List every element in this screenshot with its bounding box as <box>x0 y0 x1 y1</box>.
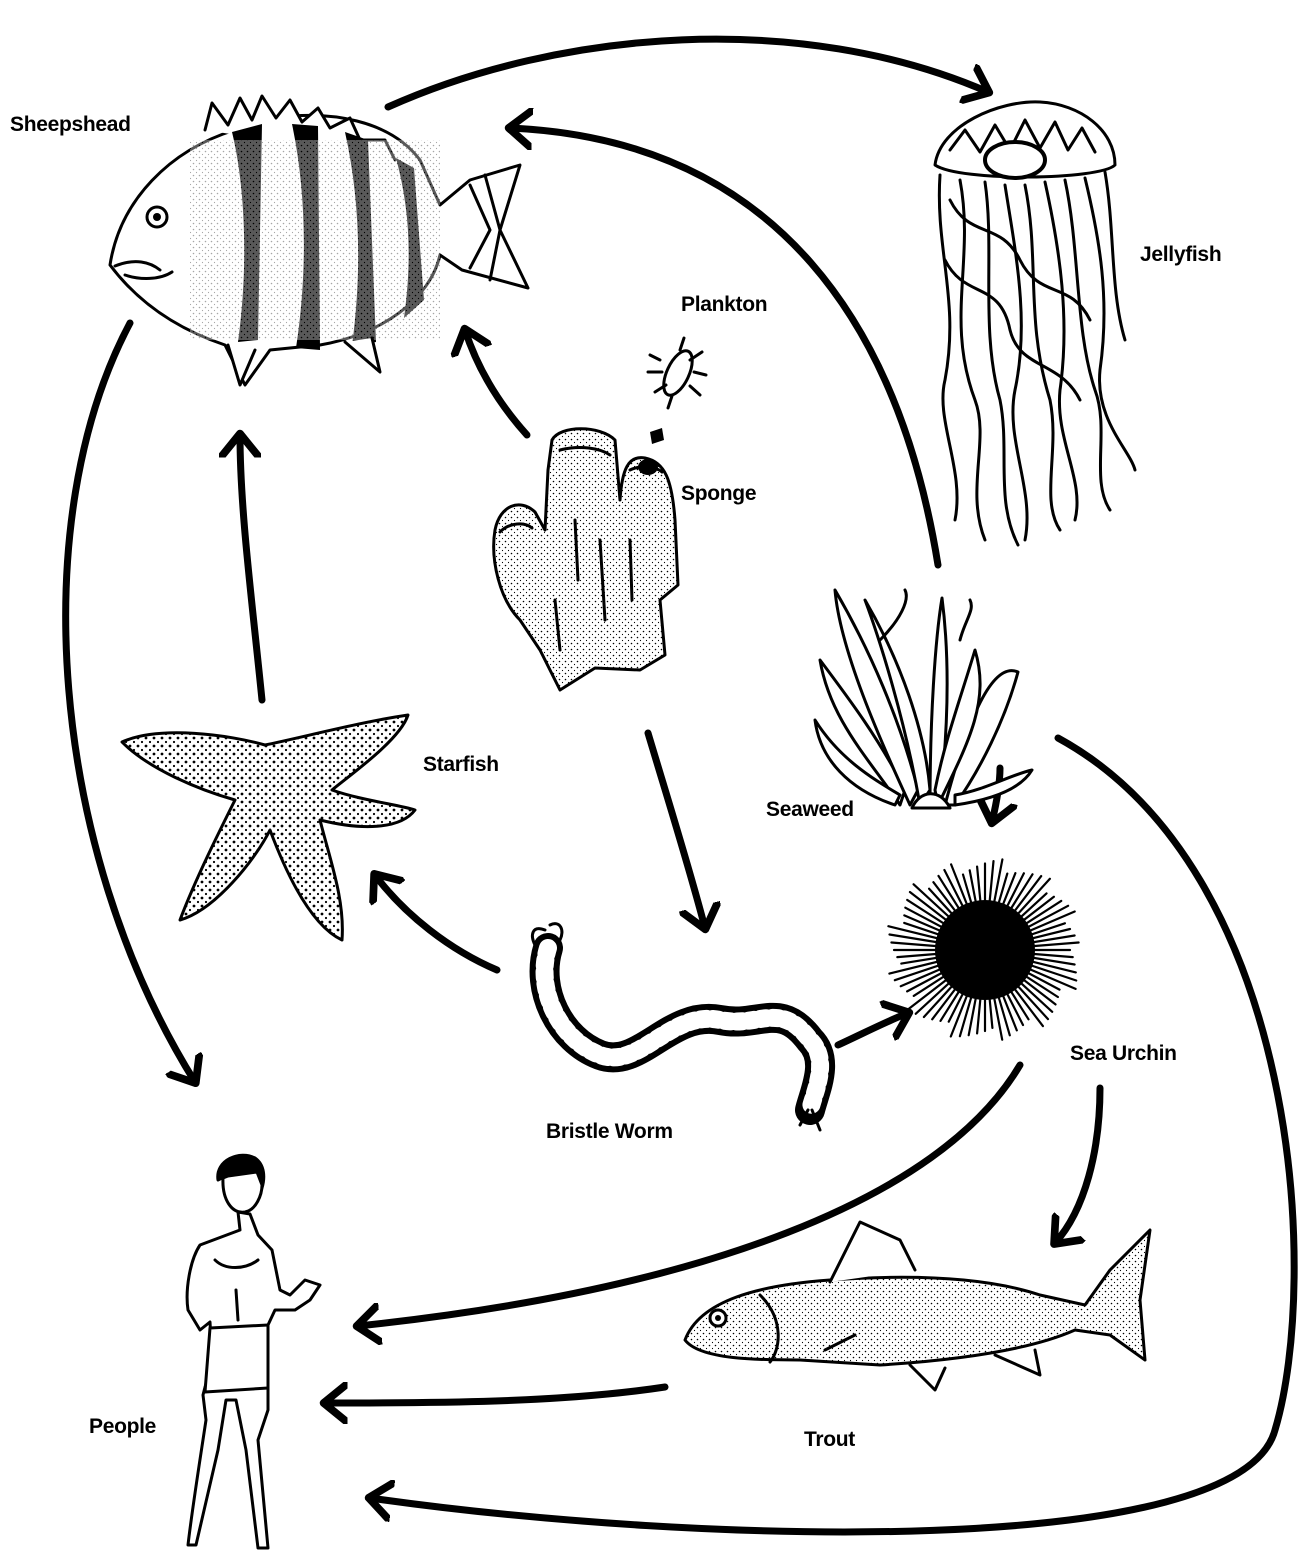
arrow-trout-to-people <box>325 1387 665 1403</box>
trout-label: Trout <box>804 1428 855 1452</box>
plankton-icon <box>648 338 706 444</box>
starfish-icon <box>122 715 415 940</box>
jellyfish-icon <box>935 102 1135 545</box>
arrow-sea-urchin-to-trout <box>1055 1088 1100 1243</box>
sheepshead-label: Sheepshead <box>10 113 131 137</box>
arrow-bristle-worm-to-sea-urchin <box>838 1013 908 1045</box>
arrow-bristle-worm-to-starfish <box>375 875 497 970</box>
sheepshead-fish-icon <box>110 96 528 385</box>
arrow-starfish-to-sheepshead <box>240 435 262 700</box>
sponge-icon <box>494 429 678 690</box>
jellyfish-label: Jellyfish <box>1140 243 1221 267</box>
arrow-sponge-to-bristle-worm <box>648 733 705 928</box>
arrow-sheepshead-to-jellyfish <box>388 39 988 107</box>
person-icon <box>187 1155 320 1548</box>
arrow-sponge-to-sheepshead <box>465 330 527 435</box>
starfish-label: Starfish <box>423 753 499 777</box>
plankton-label: Plankton <box>681 293 767 317</box>
people-label: People <box>89 1415 156 1439</box>
sea-urchin-label: Sea Urchin <box>1070 1042 1177 1066</box>
arrow-seaweed-to-people <box>370 738 1294 1532</box>
sea-urchin-icon <box>888 859 1078 1039</box>
sponge-label: Sponge <box>681 482 756 506</box>
seaweed-label: Seaweed <box>766 798 854 822</box>
arrow-sheepshead-to-people <box>66 323 195 1082</box>
bristle-worm-icon <box>532 924 820 1130</box>
bristle-worm-label: Bristle Worm <box>546 1120 673 1144</box>
